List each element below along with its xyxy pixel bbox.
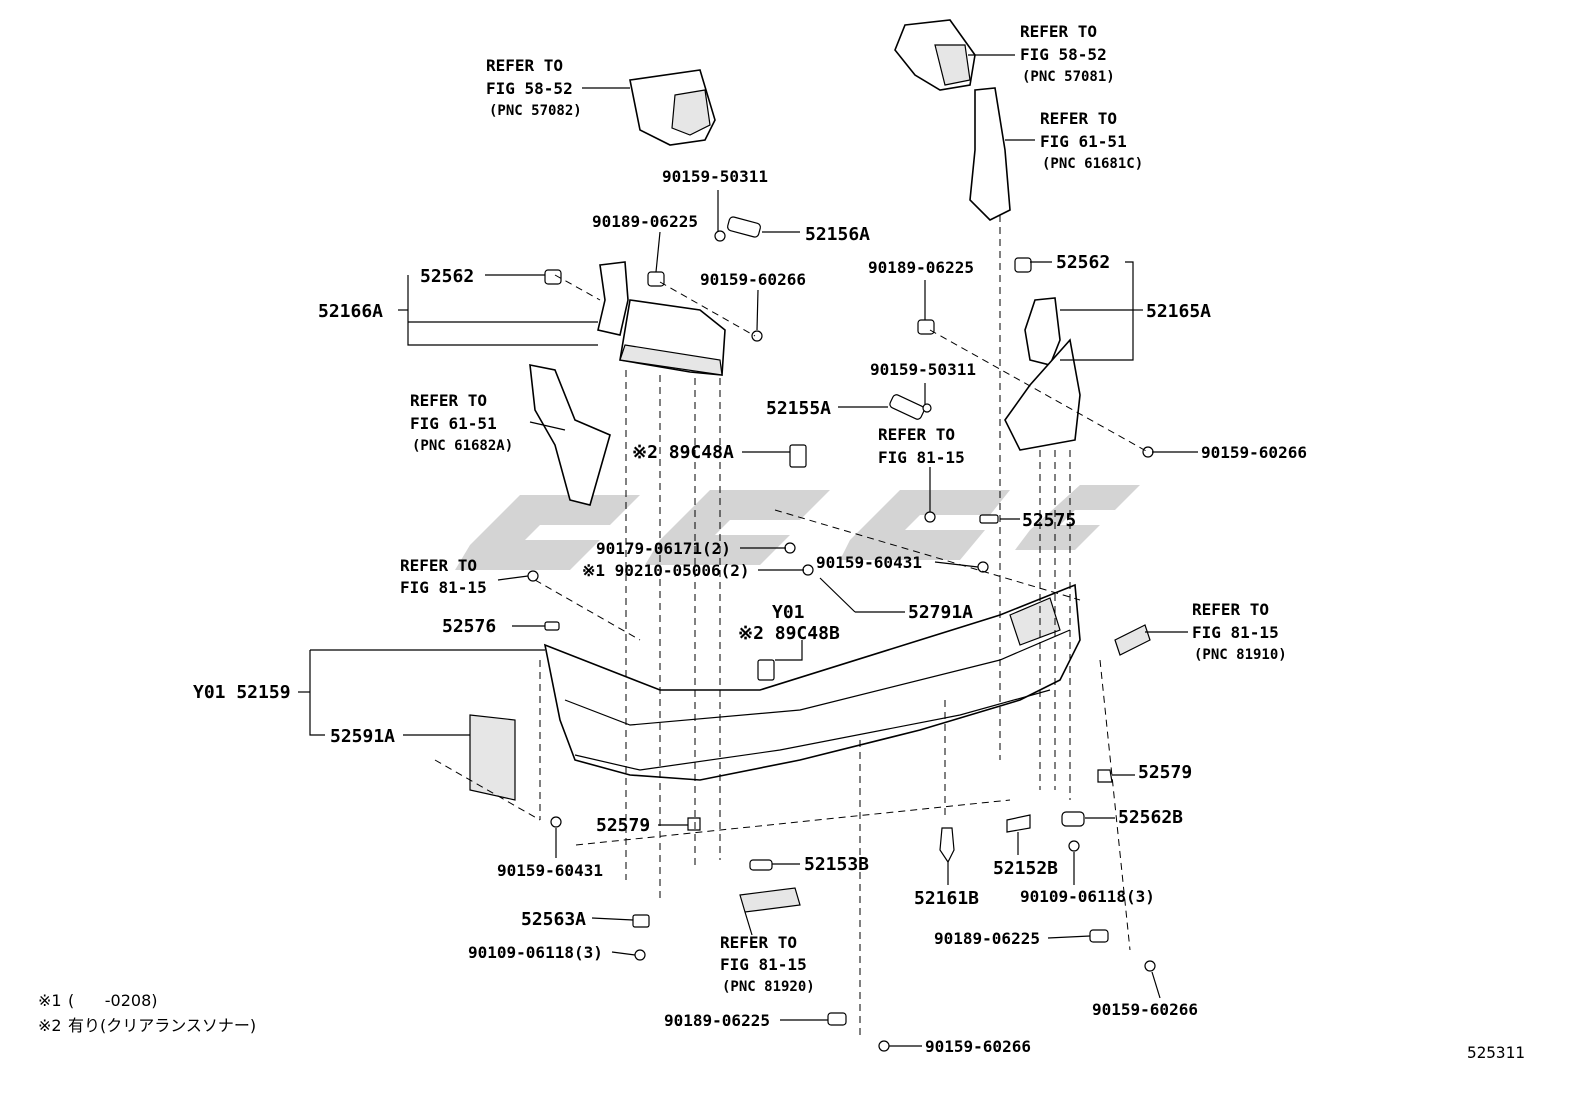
- upper-bracket-left: [629, 69, 716, 146]
- ref-line1: REFER TO: [1020, 22, 1097, 41]
- ref-57081: REFER TO FIG 58-52 (PNC 57081): [1020, 22, 1115, 85]
- part-label: 52166A: [318, 301, 383, 322]
- part-label: 52562: [1056, 252, 1110, 273]
- ref-81-15-left: REFER TO FIG 81-15: [400, 556, 487, 597]
- part-label: ※2 89C48A: [632, 442, 734, 463]
- side-bracket-right: [1004, 297, 1081, 451]
- ref-line1: REFER TO: [1040, 109, 1117, 128]
- watermark-logo: [455, 485, 1140, 570]
- part-label: 90189-06225: [934, 929, 1040, 948]
- part-label: 52791A: [908, 602, 973, 623]
- part-label: 90159-50311: [662, 167, 768, 186]
- part-label: 90159-60266: [700, 270, 806, 289]
- part-label: 90159-50311: [870, 360, 976, 379]
- ref-61681c: REFER TO FIG 61-51 (PNC 61681C): [1040, 109, 1143, 172]
- side-bracket-left: [597, 261, 726, 376]
- note-1-text: ( -0208): [68, 991, 158, 1010]
- ref-line2: FIG 61-51: [410, 414, 497, 433]
- note-2-mark: ※2: [38, 1016, 62, 1035]
- ref-line2: FIG 58-52: [1020, 45, 1107, 64]
- ref-line1: REFER TO: [1192, 600, 1269, 619]
- part-label: 90159-60431: [816, 553, 922, 572]
- part-label: ※1 90210-05006(2): [582, 561, 750, 580]
- ref-line2: FIG 81-15: [400, 578, 487, 597]
- fasteners: [527, 216, 1156, 1052]
- part-label: 52563A: [521, 909, 586, 930]
- ref-81920: REFER TO FIG 81-15 (PNC 81920): [720, 933, 815, 995]
- part-label: 52562: [420, 266, 474, 287]
- part-label: 52161B: [914, 888, 979, 909]
- part-label: 90179-06171(2): [596, 539, 731, 558]
- ref-line1: REFER TO: [410, 391, 487, 410]
- ref-line1: REFER TO: [400, 556, 477, 575]
- ref-line2: FIG 61-51: [1040, 132, 1127, 151]
- ref-pnc: (PNC 57082): [489, 103, 582, 119]
- upper-bracket-right: [894, 19, 976, 91]
- ref-line2: FIG 81-15: [1192, 623, 1279, 642]
- part-label: 90109-06118(3): [468, 943, 603, 962]
- part-label: 90189-06225: [868, 258, 974, 277]
- part-label: 52156A: [805, 224, 870, 245]
- ref-81-15-center: REFER TO FIG 81-15: [878, 425, 965, 467]
- reflector-right: [1114, 624, 1151, 656]
- part-label: Y01: [772, 602, 805, 623]
- fender-liner-right: [969, 87, 1011, 221]
- part-label: 52155A: [766, 398, 831, 419]
- note-1-mark: ※1: [38, 991, 62, 1010]
- part-label: 52152B: [993, 858, 1058, 879]
- ref-pnc: (PNC 61682A): [412, 438, 513, 454]
- ref-line1: REFER TO: [720, 933, 797, 952]
- ref-61682a: REFER TO FIG 61-51 (PNC 61682A): [410, 391, 513, 454]
- part-label: 90189-06225: [664, 1011, 770, 1030]
- ref-pnc: (PNC 61681C): [1042, 156, 1143, 172]
- part-label: 52579: [1138, 762, 1192, 783]
- part-label: ※2 89C48B: [738, 623, 840, 644]
- part-label: 52579: [596, 815, 650, 836]
- part-label: 52165A: [1146, 301, 1211, 322]
- ref-line2: FIG 58-52: [486, 79, 573, 98]
- reflector-left: [739, 887, 801, 913]
- part-label: 52153B: [804, 854, 869, 875]
- leader-lines: [298, 54, 1198, 1047]
- ref-57082: REFER TO FIG 58-52 (PNC 57082): [486, 56, 582, 119]
- ref-line2: FIG 81-15: [878, 448, 965, 467]
- part-label: 90159-60266: [1201, 443, 1307, 462]
- ref-line1: REFER TO: [486, 56, 563, 75]
- ref-pnc: (PNC 81920): [722, 979, 815, 995]
- part-label: 52562B: [1118, 807, 1183, 828]
- part-label: 52576: [442, 616, 496, 637]
- part-label: 90189-06225: [592, 212, 698, 231]
- mud-guard-panel: [469, 714, 516, 801]
- part-labels: 90159-50311 90189-06225 52156A 52562 901…: [193, 167, 1307, 1056]
- part-label: 52575: [1022, 510, 1076, 531]
- ref-line2: FIG 81-15: [720, 955, 807, 974]
- note-2-text: 有り(クリアランスソナー): [68, 1016, 256, 1035]
- ref-pnc: (PNC 81910): [1194, 647, 1287, 663]
- footnotes: ※1 ( -0208) ※2 有り(クリアランスソナー): [38, 991, 256, 1035]
- ref-pnc: (PNC 57081): [1022, 69, 1115, 85]
- figure-number: 525311: [1467, 1043, 1525, 1062]
- ref-line1: REFER TO: [878, 425, 955, 444]
- fender-liner-left: [529, 364, 611, 506]
- part-label: Y01 52159: [193, 682, 291, 703]
- part-label: 90109-06118(3): [1020, 887, 1155, 906]
- part-label: 90159-60266: [1092, 1000, 1198, 1019]
- ref-81910: REFER TO FIG 81-15 (PNC 81910): [1192, 600, 1287, 663]
- part-label: 52591A: [330, 726, 395, 747]
- part-label: 90159-60266: [925, 1037, 1031, 1056]
- part-label: 90159-60431: [497, 861, 603, 880]
- assembly-dashed-lines: [434, 215, 1149, 1040]
